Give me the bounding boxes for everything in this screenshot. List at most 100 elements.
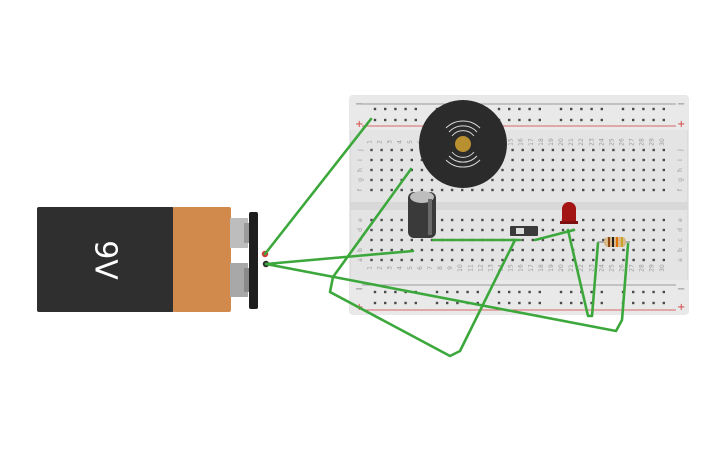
- breadboard-hole[interactable]: [404, 301, 407, 305]
- breadboard-hole[interactable]: [501, 168, 504, 172]
- breadboard-hole[interactable]: [380, 168, 383, 172]
- breadboard-hole[interactable]: [430, 188, 434, 192]
- breadboard-hole[interactable]: [582, 158, 585, 162]
- wire-battery-positive-to-rail[interactable]: [263, 117, 373, 256]
- breadboard-hole[interactable]: [420, 178, 424, 182]
- breadboard-hole[interactable]: [612, 178, 615, 182]
- breadboard-hole[interactable]: [370, 238, 373, 242]
- breadboard-hole[interactable]: [370, 248, 373, 252]
- breadboard-hole[interactable]: [471, 188, 474, 192]
- breadboard-hole[interactable]: [380, 188, 383, 192]
- breadboard-hole[interactable]: [497, 290, 501, 294]
- breadboard-hole[interactable]: [541, 258, 545, 262]
- breadboard-hole[interactable]: [414, 301, 417, 305]
- breadboard-hole[interactable]: [394, 107, 397, 111]
- breadboard-hole[interactable]: [592, 148, 595, 152]
- breadboard-hole[interactable]: [632, 301, 635, 305]
- breadboard-hole[interactable]: [642, 301, 645, 305]
- breadboard-hole[interactable]: [652, 238, 655, 242]
- breadboard-hole[interactable]: [456, 301, 459, 305]
- breadboard-hole[interactable]: [662, 178, 665, 182]
- breadboard-hole[interactable]: [471, 248, 474, 252]
- breadboard-hole[interactable]: [400, 258, 403, 262]
- breadboard-hole[interactable]: [440, 258, 444, 262]
- breadboard-hole[interactable]: [435, 290, 439, 294]
- breadboard-hole[interactable]: [450, 228, 454, 232]
- breadboard-hole[interactable]: [390, 258, 393, 262]
- breadboard-hole[interactable]: [521, 258, 524, 262]
- breadboard-hole[interactable]: [632, 158, 635, 162]
- breadboard-hole[interactable]: [622, 248, 625, 252]
- breadboard-hole[interactable]: [400, 158, 403, 162]
- breadboard-hole[interactable]: [652, 301, 655, 305]
- breadboard-hole[interactable]: [420, 158, 424, 162]
- breadboard-hole[interactable]: [521, 248, 524, 252]
- breadboard-hole[interactable]: [571, 148, 575, 152]
- breadboard-hole[interactable]: [652, 188, 655, 192]
- breadboard-hole[interactable]: [662, 228, 665, 232]
- breadboard-hole[interactable]: [561, 168, 565, 172]
- breadboard-hole[interactable]: [612, 258, 615, 262]
- resistor[interactable]: [598, 237, 630, 247]
- breadboard-hole[interactable]: [602, 148, 605, 152]
- breadboard-hole[interactable]: [456, 290, 459, 294]
- breadboard-hole[interactable]: [521, 218, 524, 222]
- breadboard-hole[interactable]: [622, 178, 625, 182]
- breadboard-hole[interactable]: [632, 148, 635, 152]
- breadboard-hole[interactable]: [370, 178, 373, 182]
- breadboard-hole[interactable]: [476, 301, 479, 305]
- breadboard-hole[interactable]: [373, 118, 377, 122]
- breadboard-hole[interactable]: [511, 248, 514, 252]
- breadboard-hole[interactable]: [461, 258, 464, 262]
- breadboard-hole[interactable]: [652, 168, 655, 172]
- breadboard-hole[interactable]: [602, 188, 605, 192]
- breadboard-hole[interactable]: [461, 188, 464, 192]
- breadboard-hole[interactable]: [561, 178, 565, 182]
- breadboard-hole[interactable]: [592, 158, 595, 162]
- breadboard-hole[interactable]: [380, 218, 383, 222]
- breadboard-hole[interactable]: [380, 238, 383, 242]
- breadboard-hole[interactable]: [410, 178, 413, 182]
- breadboard-hole[interactable]: [622, 158, 625, 162]
- breadboard-hole[interactable]: [420, 248, 424, 252]
- breadboard-hole[interactable]: [592, 188, 595, 192]
- breadboard-hole[interactable]: [642, 238, 645, 242]
- breadboard-hole[interactable]: [541, 178, 545, 182]
- breadboard-hole[interactable]: [521, 158, 524, 162]
- breadboard-hole[interactable]: [602, 158, 605, 162]
- breadboard-hole[interactable]: [384, 301, 387, 305]
- breadboard-hole[interactable]: [632, 238, 635, 242]
- breadboard-hole[interactable]: [528, 107, 531, 111]
- breadboard-hole[interactable]: [592, 168, 595, 172]
- breadboard-hole[interactable]: [632, 258, 635, 262]
- breadboard-hole[interactable]: [394, 290, 397, 294]
- breadboard-hole[interactable]: [652, 158, 655, 162]
- breadboard-hole[interactable]: [491, 258, 494, 262]
- breadboard-hole[interactable]: [632, 228, 635, 232]
- breadboard-hole[interactable]: [373, 301, 377, 305]
- breadboard-hole[interactable]: [602, 218, 605, 222]
- breadboard-hole[interactable]: [450, 188, 454, 192]
- breadboard-hole[interactable]: [632, 178, 635, 182]
- breadboard-hole[interactable]: [511, 158, 514, 162]
- breadboard-hole[interactable]: [642, 290, 645, 294]
- breadboard-hole[interactable]: [370, 168, 373, 172]
- breadboard-hole[interactable]: [582, 148, 585, 152]
- breadboard-hole[interactable]: [592, 228, 595, 232]
- red-led[interactable]: [560, 202, 578, 224]
- breadboard-hole[interactable]: [446, 290, 449, 294]
- breadboard-hole[interactable]: [508, 290, 511, 294]
- breadboard-hole[interactable]: [551, 168, 555, 172]
- wire-battery-negative-to-capacitor[interactable]: [264, 249, 415, 266]
- breadboard-hole[interactable]: [570, 301, 573, 305]
- breadboard-hole[interactable]: [430, 248, 434, 252]
- breadboard-hole[interactable]: [551, 228, 555, 232]
- breadboard-hole[interactable]: [571, 178, 575, 182]
- breadboard-hole[interactable]: [410, 158, 413, 162]
- breadboard-hole[interactable]: [420, 258, 424, 262]
- breadboard-hole[interactable]: [642, 168, 645, 172]
- breadboard-hole[interactable]: [491, 188, 494, 192]
- breadboard-hole[interactable]: [582, 168, 585, 172]
- breadboard-hole[interactable]: [590, 107, 593, 111]
- breadboard-hole[interactable]: [541, 238, 545, 242]
